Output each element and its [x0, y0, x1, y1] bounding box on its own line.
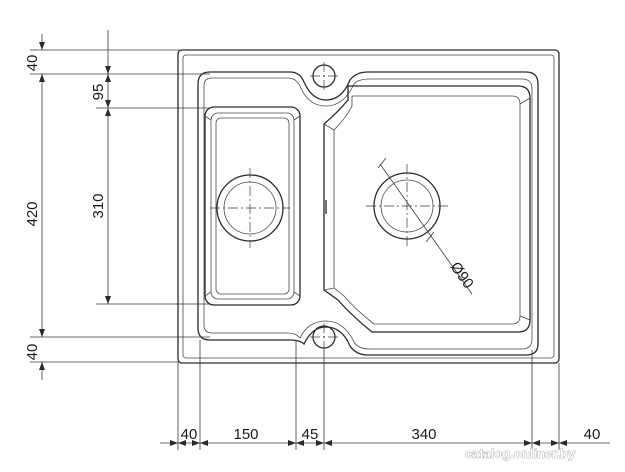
dim-gap: 45: [302, 426, 319, 443]
dim-small-bowl-depth: 310: [90, 193, 107, 218]
dim-small-bowl-offset: 95: [90, 84, 107, 101]
large-drain: [366, 157, 473, 295]
vertical-dimension-lines: [30, 30, 210, 380]
sink-outline: [177, 49, 560, 364]
small-drain: [210, 168, 290, 248]
tap-hole-top: [310, 62, 338, 90]
dim-large-bowl-width: 340: [411, 426, 436, 443]
dim-bottom-margin: 40: [24, 344, 41, 361]
dim-small-bowl-width: 150: [233, 426, 258, 443]
small-bowl: [197, 71, 539, 356]
horizontal-dimension-lines: [160, 340, 610, 450]
watermark: catalog.onliner.by: [465, 446, 576, 461]
dim-left-margin: 40: [181, 426, 198, 443]
large-bowl: [323, 85, 531, 333]
dim-top-margin: 40: [24, 55, 41, 72]
overflow-hole-bottom: [310, 323, 338, 351]
dim-right-margin: 40: [584, 426, 601, 443]
dim-total-depth: 420: [24, 201, 41, 226]
